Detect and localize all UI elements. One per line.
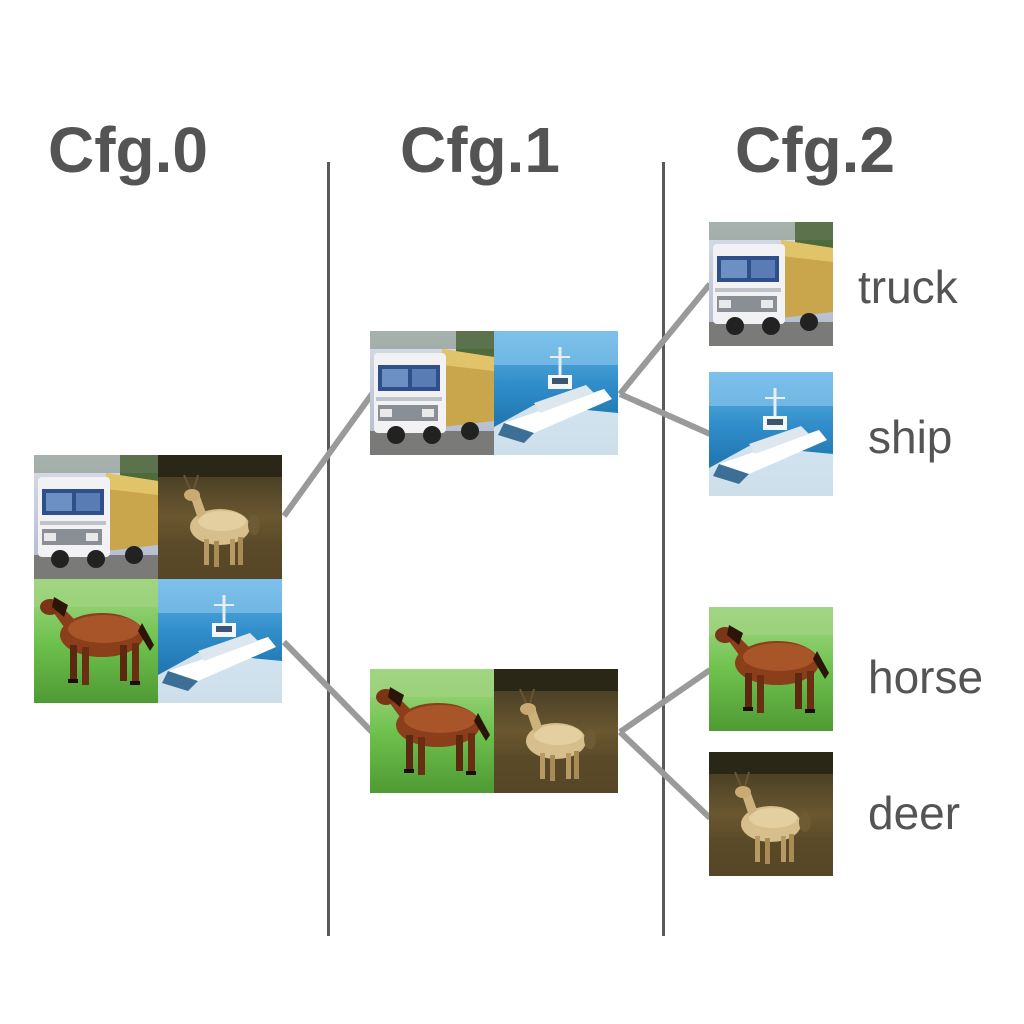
cfg0-truck-image (34, 455, 158, 579)
column-title-cfg0: Cfg.0 (48, 114, 208, 186)
cfg0-deer-image (158, 455, 282, 579)
cfg1-horse-image (370, 669, 494, 793)
column-title-cfg1: Cfg.1 (400, 114, 560, 186)
cfg2-truck-image (709, 222, 833, 346)
cfg1-ship-image (494, 331, 618, 455)
cfg2-deer-image (709, 752, 833, 876)
label-horse: horse (868, 651, 984, 703)
cfg2-ship-image (709, 372, 833, 496)
connector-cfg1-deer (617, 729, 713, 821)
column-title-cfg2: Cfg.2 (735, 114, 895, 186)
column-divider-2 (662, 162, 665, 936)
connector-cfg1-horse (618, 667, 712, 735)
label-truck: truck (858, 261, 958, 313)
connector-cfg1-ship (618, 391, 712, 437)
label-ship: ship (868, 411, 953, 463)
cfg0-horse-image (34, 579, 158, 703)
cfg0-ship-image (158, 579, 282, 703)
connector-cfg1-truck (617, 282, 713, 396)
cfg1-deer-image (494, 669, 618, 793)
cfg1-truck-image (370, 331, 494, 455)
label-deer: deer (868, 787, 961, 839)
cfg2-horse-image (709, 607, 833, 731)
column-divider-1 (327, 162, 330, 936)
